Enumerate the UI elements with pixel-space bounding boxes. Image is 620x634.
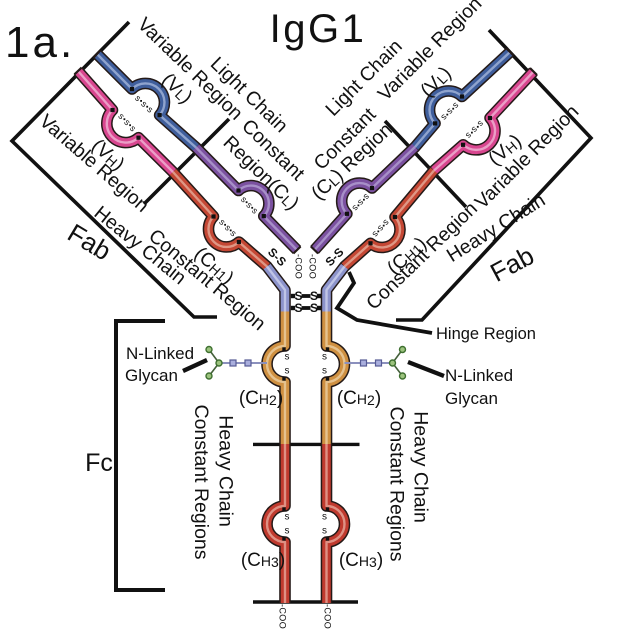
svg-text:s: s	[239, 194, 250, 205]
svg-text:S: S	[310, 289, 318, 303]
svg-text:s: s	[228, 228, 239, 239]
svg-text:(CH3): (CH3)	[339, 550, 383, 571]
svg-text:s: s	[244, 200, 255, 211]
svg-text:Glycan: Glycan	[445, 389, 498, 408]
svg-text:Constant Regions: Constant Regions	[190, 404, 212, 559]
svg-text:s: s	[361, 192, 372, 203]
svg-text:(CH2): (CH2)	[337, 388, 381, 409]
svg-text:s: s	[122, 117, 133, 127]
svg-text:s: s	[116, 111, 127, 121]
svg-text:s: s	[285, 352, 290, 363]
svg-text:s: s	[285, 366, 290, 377]
svg-text:Hinge Region: Hinge Region	[436, 325, 536, 343]
svg-text:s: s	[139, 99, 149, 110]
svg-text:s: s	[322, 526, 327, 537]
svg-text:N-Linked: N-Linked	[126, 344, 194, 363]
svg-text:s: s	[439, 112, 450, 123]
svg-text:S: S	[310, 301, 318, 315]
svg-text:s: s	[350, 203, 361, 214]
svg-text:s: s	[445, 106, 456, 117]
svg-text:Heavy Chain: Heavy Chain	[410, 411, 432, 523]
svg-text:(CH3): (CH3)	[241, 550, 285, 571]
svg-text:-COO: -COO	[323, 604, 333, 629]
svg-text:S: S	[294, 289, 302, 303]
svg-text:Heavy Chain: Heavy Chain	[215, 415, 237, 527]
svg-text:s: s	[463, 130, 474, 141]
svg-text:s: s	[469, 125, 480, 136]
svg-text:s: s	[322, 352, 327, 363]
svg-text:s: s	[356, 198, 367, 209]
svg-text:s: s	[381, 218, 392, 228]
svg-text:s: s	[322, 512, 327, 523]
svg-text:Glycan: Glycan	[125, 366, 178, 385]
svg-text:s: s	[285, 512, 290, 523]
svg-text:1a.: 1a.	[5, 18, 75, 67]
svg-text:Constant Regions: Constant Regions	[386, 406, 408, 561]
svg-text:S: S	[294, 301, 302, 315]
svg-text:s: s	[145, 104, 155, 115]
svg-text:-COO: -COO	[278, 604, 288, 629]
svg-text:Fc: Fc	[85, 449, 113, 477]
svg-text:s: s	[451, 101, 462, 112]
svg-text:N-Linked: N-Linked	[445, 366, 513, 385]
svg-text:s: s	[322, 366, 327, 377]
svg-text:s: s	[375, 223, 386, 233]
svg-text:s: s	[223, 222, 234, 233]
svg-text:s: s	[475, 119, 486, 130]
svg-text:s: s	[128, 123, 139, 133]
svg-text:(CH2): (CH2)	[239, 388, 283, 409]
svg-text:-COO: -COO	[308, 254, 318, 279]
svg-text:s: s	[217, 217, 228, 228]
svg-text:-COO: -COO	[294, 254, 304, 279]
svg-text:s: s	[250, 205, 261, 216]
svg-text:s: s	[285, 526, 290, 537]
svg-text:s: s	[133, 93, 143, 104]
svg-text:s: s	[370, 229, 381, 239]
svg-text:IgG1: IgG1	[270, 7, 367, 51]
